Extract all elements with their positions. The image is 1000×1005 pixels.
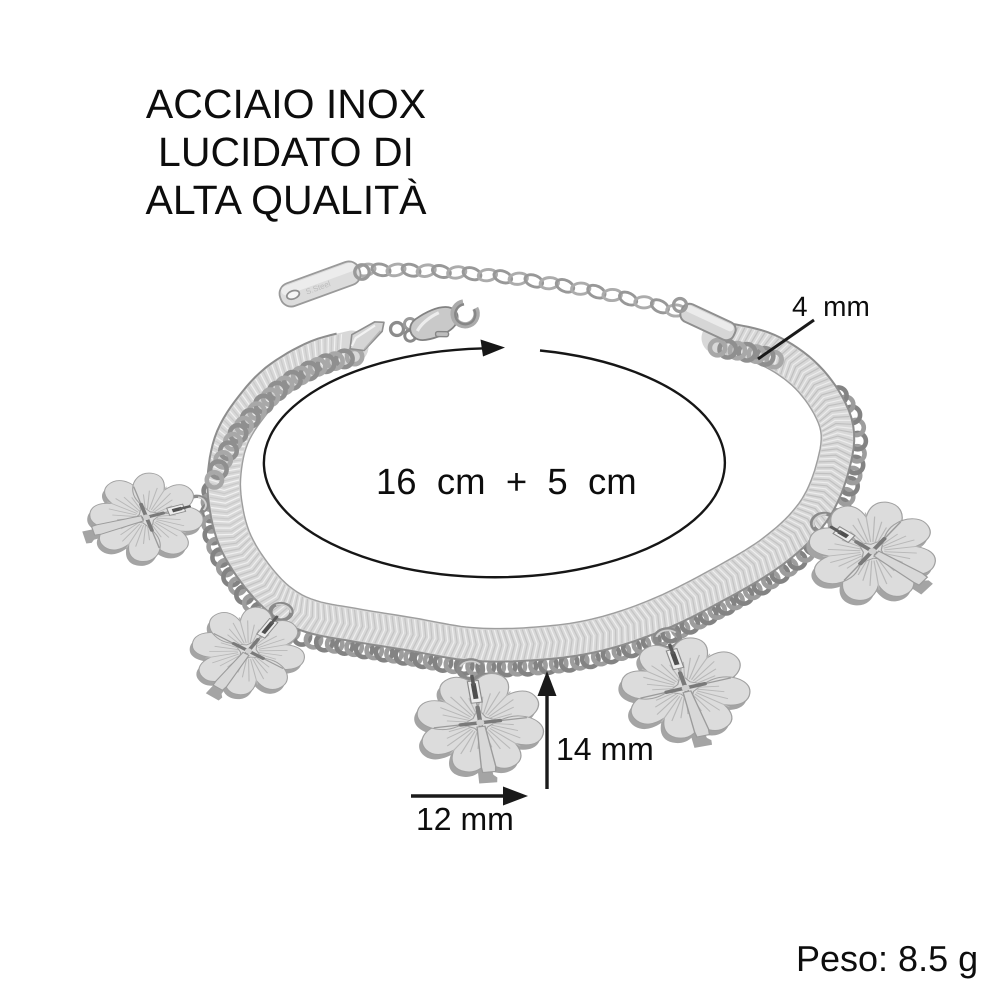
svg-text:4 mm: 4 mm [792, 291, 870, 322]
svg-text:LUCIDATO DI: LUCIDATO DI [158, 129, 414, 175]
svg-text:ALTA QUALITÀ: ALTA QUALITÀ [145, 177, 427, 223]
svg-text:ACCIAIO INOX: ACCIAIO INOX [146, 81, 426, 127]
svg-text:14 mm: 14 mm [556, 731, 654, 767]
svg-text:12 mm: 12 mm [416, 801, 514, 837]
svg-text:Peso: 8.5 g: Peso: 8.5 g [796, 938, 978, 979]
svg-text:16 cm + 5 cm: 16 cm + 5 cm [376, 461, 637, 502]
